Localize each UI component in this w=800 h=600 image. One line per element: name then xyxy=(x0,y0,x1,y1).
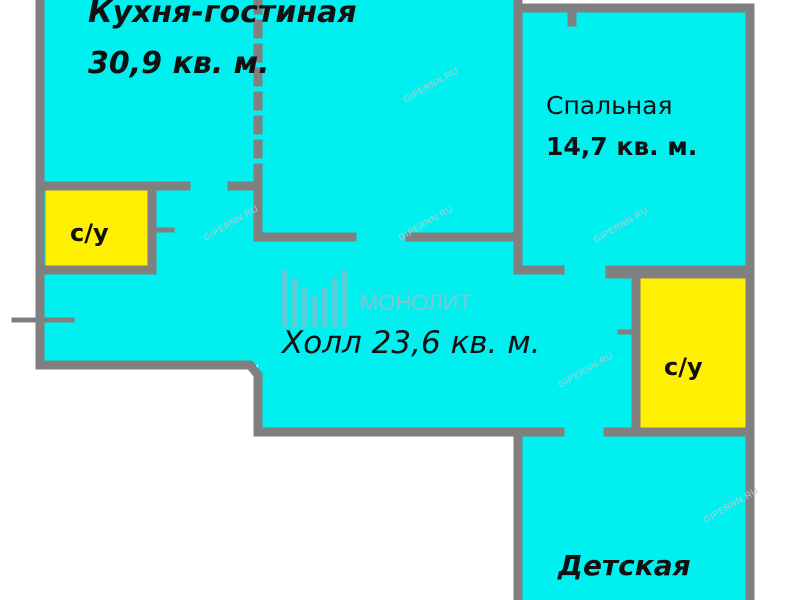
watermark-m-glyph xyxy=(282,270,348,328)
kitchen-label: Кухня-гостиная 30,9 кв. м. xyxy=(88,0,357,81)
wc-left-right xyxy=(35,181,157,275)
bedroom-name: Спальная xyxy=(546,91,673,120)
watermark-logo xyxy=(282,270,348,328)
walls xyxy=(11,0,755,600)
wc-right-top xyxy=(605,269,755,437)
bedroom-fill xyxy=(522,8,748,270)
hall-label: Холл 23,6 кв. м. xyxy=(282,325,541,361)
kids-fill xyxy=(522,435,750,600)
watermark-brand: МОНОЛИТ xyxy=(360,290,472,315)
kitchen-name: Кухня-гостиная xyxy=(88,0,357,30)
wc-right-fill xyxy=(640,278,750,428)
room-fills xyxy=(40,0,750,600)
kitchen-area: 30,9 кв. м. xyxy=(88,45,270,81)
bedroom-area: 14,7 кв. м. xyxy=(546,131,698,161)
outer-wall-hall-bottom xyxy=(35,360,565,437)
wc-right-label: с/у xyxy=(664,353,703,381)
kids-label: Детская xyxy=(558,549,691,582)
wc-left-fill xyxy=(46,190,148,266)
bedroom-label: Спальная 14,7 кв. м. xyxy=(546,91,698,162)
hall-fill-right xyxy=(520,270,640,435)
wc-left-label: с/у xyxy=(70,219,109,247)
